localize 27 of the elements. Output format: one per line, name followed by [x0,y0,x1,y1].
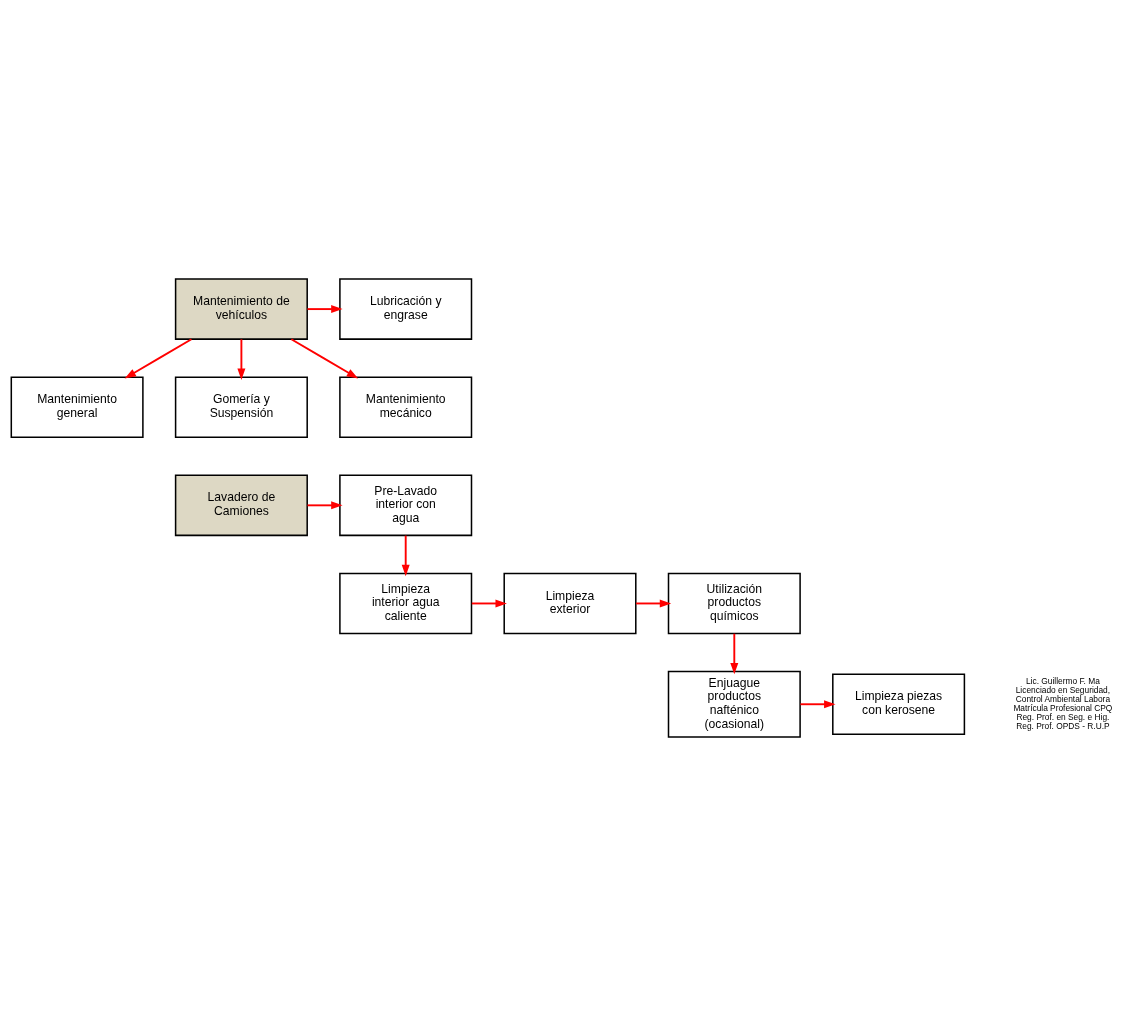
node-box: Mantenimiento general [10,375,144,438]
node-box: Utilización productos químicos [667,572,801,634]
arrow [290,337,359,378]
node-box: Lavadero de Camiones [174,474,308,536]
arrow [237,337,246,380]
arrow [635,598,672,607]
arrow [799,699,836,708]
node-box: Gomería y Suspensión [174,375,308,438]
label: Control Ambiental Labora [1015,693,1111,704]
node-box: Limpieza exterior [503,572,637,634]
node-box: Enjuague productos nafténico (ocasional) [667,670,801,738]
arrow [124,337,193,378]
node-box: Mantenimiento mecánico [339,375,473,438]
arrow [470,598,507,607]
label: Matrícula Profesional CPQ [1013,702,1113,713]
label: Lic. Guillermo F. Ma [1025,675,1100,686]
label: Licenciado en Seguridad, [1015,684,1111,695]
node-box: Mantenimiento de vehículos [174,277,308,340]
arrow [306,500,343,509]
node-box: Pre-Lavado interior con agua [339,474,473,536]
arrow [401,534,410,576]
node-box: Lubricación y engrase [339,277,473,340]
arrow [730,632,739,674]
node-box: Limpieza piezas con kerosene [832,672,966,735]
label: Reg. Prof. en Seg. e Hig. [1016,711,1110,722]
arrow [306,304,343,313]
node-box: Limpieza interior agua caliente [339,572,473,634]
